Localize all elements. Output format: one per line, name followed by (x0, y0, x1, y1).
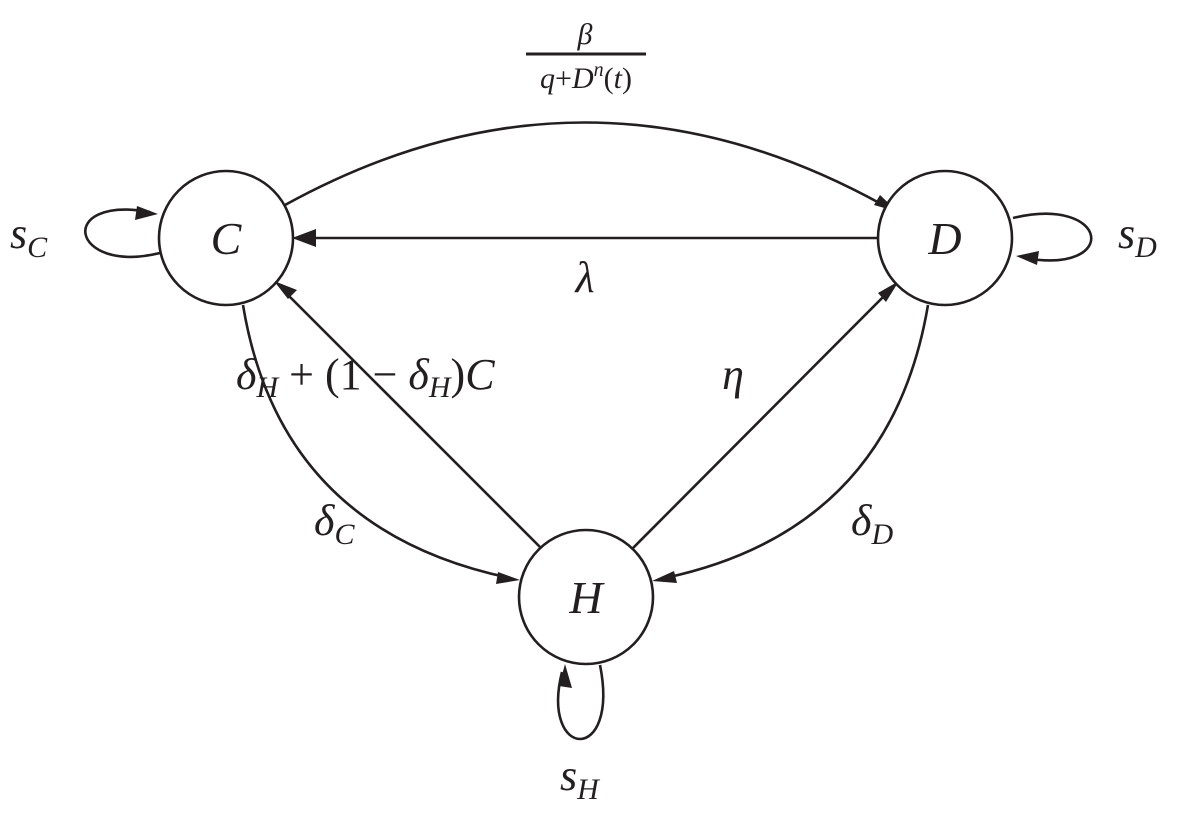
edge-d-to-h (664, 304, 930, 580)
arrowhead-self-loop-d (1016, 251, 1039, 265)
arrowhead-c-to-h (496, 572, 520, 584)
rate-beta-fraction: β q+Dn(t) (526, 18, 646, 95)
node-c-circle (157, 169, 295, 307)
arrowhead-h-to-d (878, 281, 899, 302)
arrowhead-d-to-h (652, 571, 677, 583)
edge-c-to-d (284, 121, 884, 207)
edge-h-to-d (632, 289, 891, 549)
arrowhead-self-loop-c (135, 206, 158, 220)
edge-h-to-c (282, 289, 542, 549)
node-d: D (876, 169, 1014, 307)
node-c: C (157, 169, 295, 307)
self-loop-h (556, 664, 605, 741)
arrowhead-d-to-c (292, 229, 316, 247)
arrowhead-h-to-c (274, 281, 297, 299)
rate-s-c: sC (10, 209, 48, 264)
node-h-circle (517, 528, 655, 666)
rate-delta-h-expression: δH + (1 − δH)C (236, 350, 495, 404)
arrowhead-self-loop-h (559, 664, 572, 688)
rate-eta: η (722, 350, 744, 399)
rate-delta-c: δC (314, 496, 355, 551)
self-loop-c (84, 208, 161, 259)
node-d-circle (876, 169, 1014, 307)
self-loop-d (1012, 212, 1093, 262)
rate-beta-numerator: β (577, 18, 593, 51)
rate-delta-d: δD (851, 496, 893, 551)
node-h: H (517, 528, 655, 666)
node-c-label: C (211, 213, 243, 264)
rate-s-d: sD (1118, 209, 1157, 264)
node-h-label: H (568, 572, 605, 623)
edge-c-to-h (241, 304, 511, 580)
rate-beta-denominator: q+Dn(t) (540, 59, 632, 95)
node-d-label: D (927, 213, 961, 264)
rate-lambda: λ (573, 253, 594, 302)
rate-s-h: sH (560, 751, 601, 806)
